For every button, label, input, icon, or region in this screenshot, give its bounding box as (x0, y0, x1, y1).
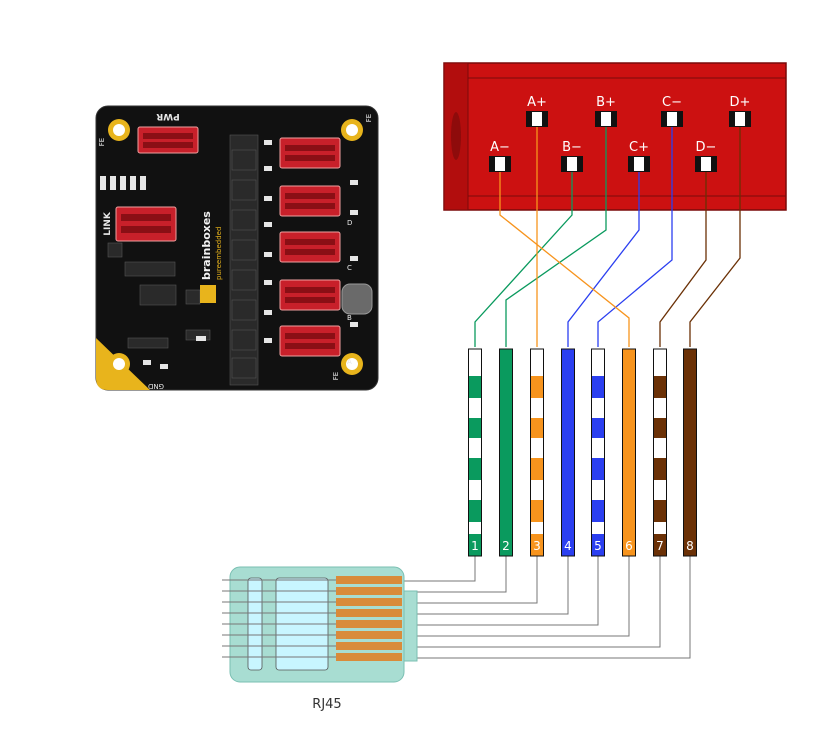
gnd-label: GND (148, 382, 164, 390)
terminal-pin-top-2-label: B+ (596, 95, 616, 110)
link-label: LINK (103, 211, 113, 236)
wire-routes (404, 127, 741, 659)
wire-7: 7 (653, 348, 667, 557)
wire-8: 8 (683, 348, 697, 557)
wire-number-8: 8 (686, 539, 694, 553)
wire-4: 4 (561, 348, 575, 557)
wire-2: 2 (499, 348, 513, 557)
wire-3: 3 (530, 348, 544, 557)
terminal-pin-top-3-label: C− (662, 95, 682, 110)
wire-number-4: 4 (564, 539, 572, 553)
wire-route-1 (474, 172, 573, 347)
channel-headers (279, 137, 341, 357)
channel-label-b: B (347, 314, 352, 322)
wire-number-2: 2 (502, 539, 510, 553)
wire-number-1: 1 (471, 539, 479, 553)
terminal-pin-top-1: A+ (526, 95, 548, 127)
link-header (115, 206, 177, 242)
rj45-contact (336, 653, 402, 661)
rj45-lead-4 (404, 556, 569, 615)
fe-label-right-top: FE (365, 114, 373, 122)
components (107, 134, 259, 386)
wire-route-7 (659, 172, 707, 347)
terminal-pin-bottom-3: C+ (628, 140, 650, 172)
fe-label-right-bottom: FE (332, 372, 340, 380)
rj45-lead-8 (404, 556, 691, 659)
terminal-pin-bottom-2: B− (561, 140, 583, 172)
rj45-lead-1 (404, 556, 476, 582)
rj45-connector (222, 566, 418, 683)
rj45-lead-3 (404, 556, 538, 604)
terminal-pin-bottom-1-label: A− (490, 140, 510, 155)
terminal-block (443, 62, 787, 211)
inductor (341, 283, 373, 315)
brand-name: brainboxes (200, 211, 213, 280)
wire-number-6: 6 (625, 539, 633, 553)
terminal-pin-top-3: C− (661, 95, 683, 127)
channel-label-a: A (347, 358, 352, 366)
terminal-pin-top-2: B+ (595, 95, 617, 127)
wire-number-5: 5 (594, 539, 602, 553)
terminal-pin-bottom-4: D− (695, 140, 717, 172)
rj45-lead-5 (404, 556, 599, 626)
rj45-contact (336, 620, 402, 628)
mounting-holes (108, 119, 363, 375)
terminal-pin-top-4: D+ (729, 95, 751, 127)
wire-route-5 (597, 127, 673, 347)
terminal-pin-bottom-3-label: C+ (629, 140, 649, 155)
wire-number-3: 3 (533, 539, 541, 553)
rj45-contact (336, 631, 402, 639)
brand-tagline: pureembedded (215, 227, 223, 280)
rj45-label: RJ45 (312, 697, 341, 712)
pwr-label: PWR (156, 111, 180, 121)
rj45-contacts (222, 576, 402, 661)
interface-board: PWR LINK FE FE FE GND D (95, 105, 379, 391)
rj45-contact (336, 609, 402, 617)
wire-route-8 (689, 127, 741, 347)
terminal-pin-top-4-label: D+ (730, 95, 751, 110)
pwr-header (137, 126, 199, 154)
fe-label-left: FE (98, 138, 106, 146)
terminal-pin-top-1-label: A+ (527, 95, 547, 110)
rj45-contact (336, 598, 402, 606)
wire-route-2 (505, 127, 607, 347)
wire-route-4 (567, 172, 640, 347)
cable-wires: 1 2 3 4 5 6 7 8 (468, 348, 697, 557)
terminal-pin-bottom-4-label: D− (696, 140, 717, 155)
terminal-pin-bottom-1: A− (489, 140, 511, 172)
wire-1: 1 (468, 348, 482, 557)
brand-logo (200, 285, 216, 303)
wire-5: 5 (591, 348, 605, 557)
small-parts (100, 140, 358, 369)
wire-6: 6 (622, 348, 636, 557)
channel-label-c: C (347, 264, 352, 272)
terminal-pins: A+ B+ C− D+ A− B− C+ D− (489, 95, 751, 172)
channel-label-d: D (347, 219, 352, 227)
rj45-contact (336, 642, 402, 650)
rj45-lead-7 (404, 556, 661, 648)
wire-route-6 (499, 172, 630, 347)
wire-number-7: 7 (656, 539, 664, 553)
terminal-pin-bottom-2-label: B− (562, 140, 582, 155)
rj45-contact (336, 587, 402, 595)
rj45-lead-6 (404, 556, 630, 637)
rj45-lead-2 (404, 556, 507, 593)
rj45-contact (336, 576, 402, 584)
